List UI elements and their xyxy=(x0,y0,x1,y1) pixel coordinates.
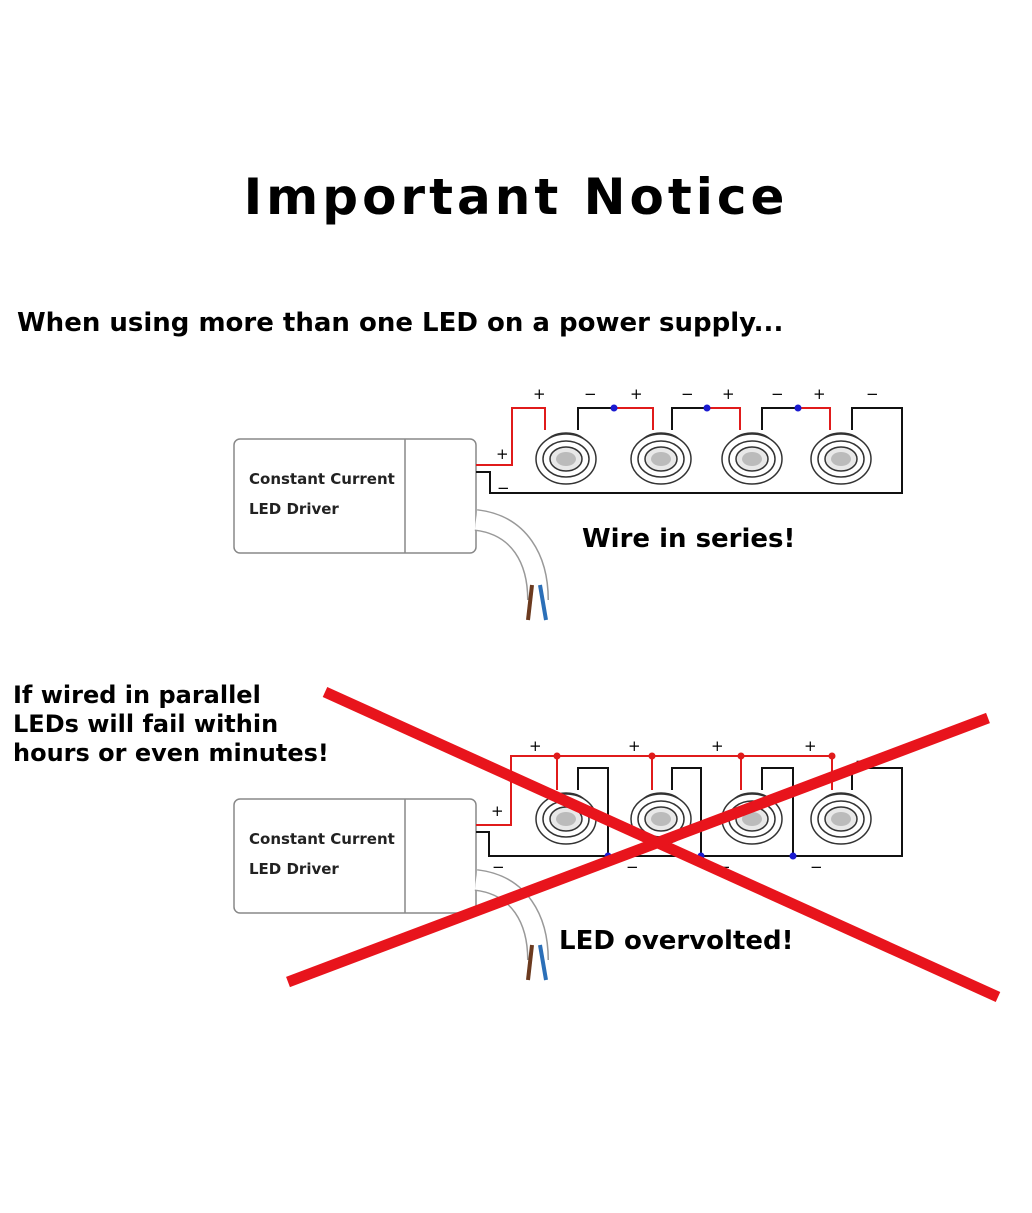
series-leds xyxy=(535,432,872,485)
driver-label-line2: LED Driver xyxy=(249,500,339,518)
red-cross-icon xyxy=(286,686,1001,1003)
plus-label: + xyxy=(496,445,509,463)
page-title: Important Notice xyxy=(243,168,789,226)
driver-label-line1: Constant Current xyxy=(249,830,395,848)
driver-box-series: Constant Current LED Driver xyxy=(233,438,477,554)
warning-line: LEDs will fail within xyxy=(13,710,279,738)
plus-label: + xyxy=(722,385,735,403)
led-light xyxy=(810,792,872,845)
parallel-polarity-labels: + + + + − + − − − − xyxy=(491,737,868,876)
minus-label: − xyxy=(771,385,784,403)
mains-cable-parallel xyxy=(474,869,549,981)
driver-label-line2: LED Driver xyxy=(249,860,339,878)
minus-label: − xyxy=(626,858,639,876)
minus-label: − xyxy=(866,385,879,403)
plus-label: + xyxy=(628,737,641,755)
mains-cable-series xyxy=(474,509,549,621)
plus-label: + xyxy=(533,385,546,403)
driver-box-parallel: Constant Current LED Driver xyxy=(233,798,477,914)
plus-label: + xyxy=(711,737,724,755)
parallel-warning: If wired in parallel LEDs will fail with… xyxy=(13,681,329,768)
led-light xyxy=(630,432,692,485)
series-diagram: Constant Current LED Driver xyxy=(233,385,903,621)
led-light xyxy=(630,792,692,845)
parallel-junctions xyxy=(553,752,836,860)
warning-line: If wired in parallel xyxy=(13,681,261,709)
parallel-leds xyxy=(535,792,872,845)
series-caption: Wire in series! xyxy=(582,524,796,554)
minus-label: − xyxy=(584,385,597,403)
minus-label: − xyxy=(497,479,510,497)
minus-label: − xyxy=(492,858,505,876)
plus-label: + xyxy=(491,802,504,820)
led-light xyxy=(810,432,872,485)
page-subtitle: When using more than one LED on a power … xyxy=(17,308,784,338)
plus-label: + xyxy=(813,385,826,403)
led-light xyxy=(535,432,597,485)
series-polarity-labels: + − + − + − + − + − xyxy=(496,385,879,497)
plus-label: + xyxy=(804,737,817,755)
series-wiring xyxy=(476,407,903,494)
plus-label: + xyxy=(529,737,542,755)
warning-line: hours or even minutes! xyxy=(13,739,329,767)
plus-label: + xyxy=(630,385,643,403)
series-junctions xyxy=(610,404,802,412)
parallel-caption: LED overvolted! xyxy=(559,926,794,956)
driver-label-line1: Constant Current xyxy=(249,470,395,488)
minus-label: − xyxy=(810,858,823,876)
minus-label: − xyxy=(681,385,694,403)
led-light xyxy=(721,432,783,485)
